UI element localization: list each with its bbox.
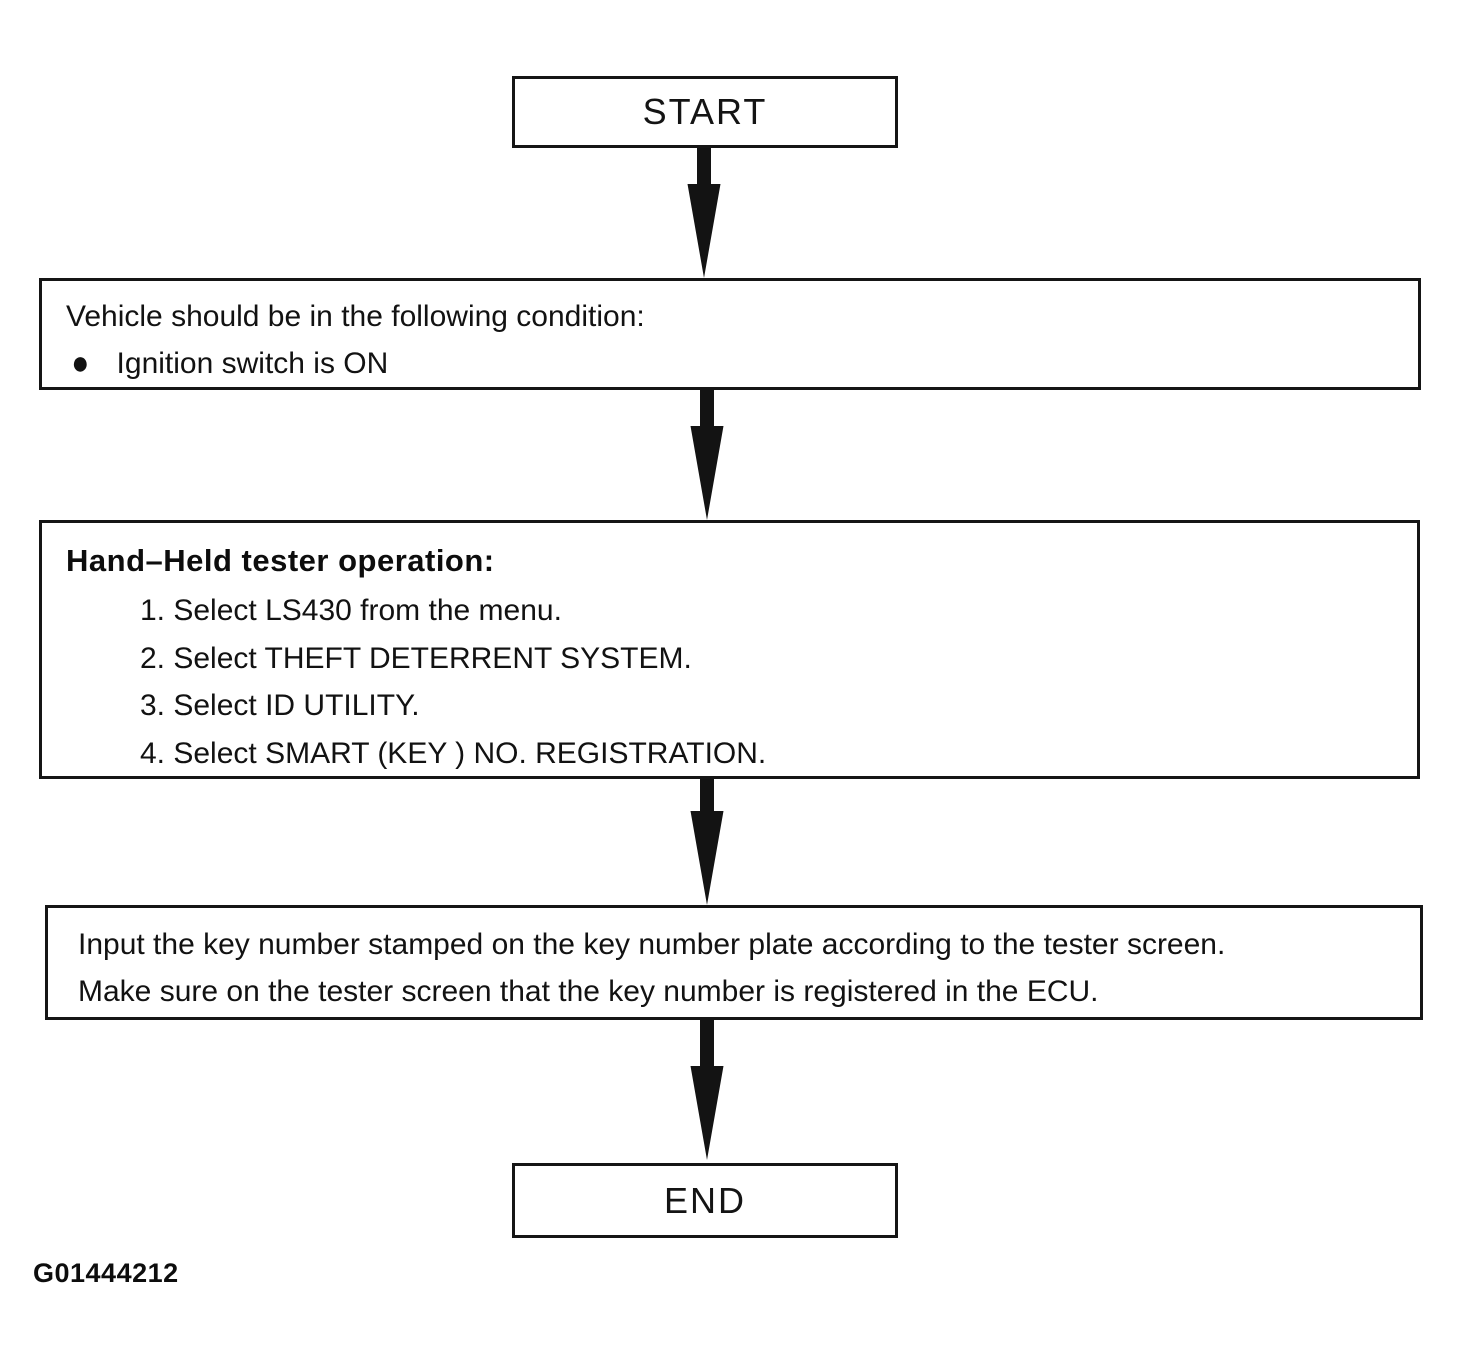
key-input-line: Make sure on the tester screen that the … bbox=[78, 975, 1099, 1008]
condition-box: Vehicle should be in the following condi… bbox=[39, 278, 1421, 390]
end-label: END bbox=[663, 1179, 746, 1221]
bullet-icon: ● bbox=[71, 344, 90, 382]
flow-arrow-down-1 bbox=[687, 148, 721, 278]
flow-arrow-down-2 bbox=[690, 390, 724, 520]
end-node: END bbox=[512, 1163, 898, 1238]
tester-step: 4. Select SMART (KEY ) NO. REGISTRATION. bbox=[140, 736, 767, 770]
tester-operation-box: Hand–Held tester operation: 1. Select LS… bbox=[39, 520, 1420, 779]
flow-arrow-down-4 bbox=[690, 1020, 724, 1160]
tester-box-title: Hand–Held tester operation: bbox=[66, 543, 495, 578]
tester-steps-list: 1. Select LS430 from the menu. 2. Select… bbox=[140, 587, 1393, 777]
start-label: START bbox=[642, 91, 768, 132]
start-node: START bbox=[512, 76, 898, 148]
key-input-line: Input the key number stamped on the key … bbox=[78, 928, 1226, 961]
tester-step: 1. Select LS430 from the menu. bbox=[140, 594, 562, 627]
tester-step: 2. Select THEFT DETERRENT SYSTEM. bbox=[140, 641, 692, 675]
flow-arrow-down-3 bbox=[690, 779, 724, 905]
key-input-box: Input the key number stamped on the key … bbox=[45, 905, 1423, 1020]
tester-step: 3. Select ID UTILITY. bbox=[140, 689, 420, 722]
condition-title: Vehicle should be in the following condi… bbox=[66, 300, 645, 333]
condition-item-text: Ignition switch is ON bbox=[116, 347, 389, 380]
figure-id: G01444212 bbox=[33, 1258, 179, 1288]
condition-item: ● Ignition switch is ON bbox=[66, 340, 1394, 387]
